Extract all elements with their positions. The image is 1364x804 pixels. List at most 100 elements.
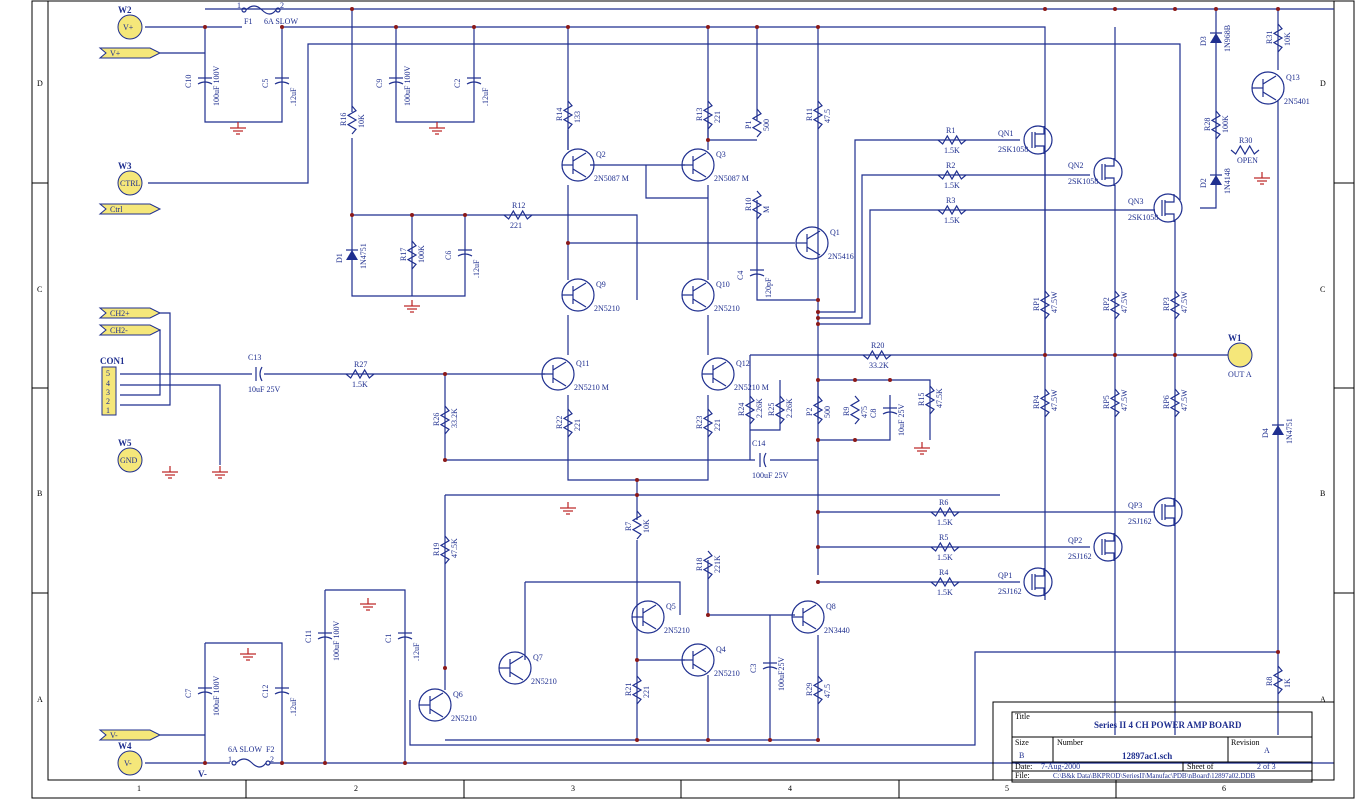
diode-d1-value: 1N4751 (359, 243, 368, 269)
resistor-r13-value: 221 (713, 111, 722, 123)
resistor-r3: R3 1.5K (937, 196, 967, 225)
connector-w5[interactable]: W5 GND (117, 438, 143, 473)
date-value: 7-Aug-2000 (1041, 762, 1080, 771)
transistor-q1: Q1 2N5416 (795, 226, 854, 261)
transistor-q13-ref: Q13 (1286, 73, 1300, 82)
resistor-r9-value: 475 (860, 406, 869, 418)
port-ctrl[interactable]: Ctrl (98, 203, 162, 215)
ground-symbol (230, 122, 246, 135)
diode-d1: D1 1N4751 (335, 243, 368, 269)
mosfet-qn2-ref: QN2 (1068, 161, 1084, 170)
col-label-1: 1 (137, 784, 141, 793)
transistor-q3-value: 2N5087 M (714, 174, 749, 183)
fuse-f1-ref: F1 (244, 17, 252, 26)
transistor-q1-value: 2N5416 (828, 252, 854, 261)
transistor-q11-value: 2N5210 M (574, 383, 609, 392)
fuse-f2: 6A SLOW F2 1 2 (228, 745, 274, 768)
resistor-r24-ref: R24 (737, 403, 746, 416)
transistor-q1-ref: Q1 (830, 228, 840, 237)
row-label-c-right: C (1320, 285, 1325, 294)
port-vminus[interactable]: V- (98, 729, 162, 741)
port-ch2plus-label: CH2+ (110, 309, 130, 318)
resistor-r11-ref: R11 (805, 108, 814, 121)
title-block: Title Series II 4 CH POWER AMP BOARD Siz… (992, 701, 1335, 783)
row-label-b-left: B (37, 489, 42, 498)
row-label-b-right: B (1320, 489, 1325, 498)
resistor-r27-value: 1.5K (352, 380, 368, 389)
connector-w2-ref: W2 (118, 5, 132, 15)
resistor-r18-ref: R18 (695, 558, 704, 571)
connector-con1[interactable]: CON1 5 4 3 2 1 (100, 356, 125, 416)
transistor-q4-ref: Q4 (716, 645, 726, 654)
resistor-r23-ref: R23 (695, 416, 704, 429)
transistor-q8-ref: Q8 (826, 602, 836, 611)
resistor-r2: R21.5K (937, 161, 967, 190)
capacitor-c6: C6.12uF (444, 249, 481, 278)
con1-ref: CON1 (100, 356, 125, 366)
resistor-r26-value: 33.2K (450, 408, 459, 428)
port-ch2minus[interactable]: CH2- (98, 324, 162, 336)
transistor-q6-value: 2N5210 (451, 714, 477, 723)
resistor-r3-value: 1.5K (944, 216, 960, 225)
diode-d3-value: 1N968B (1223, 25, 1232, 52)
port-vminus-label: V- (110, 731, 118, 740)
connector-w4[interactable]: W4 V- (117, 741, 143, 776)
capacitor-c8-value: 10uF 25V (897, 404, 906, 436)
resistor-r29-ref: R29 (805, 683, 814, 696)
diode-d1-ref: D1 (335, 253, 344, 263)
resistor-r30-ref: R30 (1239, 136, 1252, 145)
sheet-label: Sheet of (1187, 762, 1214, 771)
capacitor-c2-value: .12uF (481, 87, 490, 106)
mosfet-qp2-ref: QP2 (1068, 536, 1082, 545)
connector-w3[interactable]: W3 CTRL (117, 161, 143, 196)
transistor-q5-ref: Q5 (666, 602, 676, 611)
resistor-r2-value: 1.5K (944, 181, 960, 190)
capacitor-c11-value: 100uF 100V (332, 621, 341, 661)
resistor-r18-value: 221K (713, 555, 722, 573)
resistor-r28-ref: R28 (1203, 118, 1212, 131)
port-ch2plus[interactable]: CH2+ (98, 307, 162, 319)
diode-d4-value: 1N4751 (1285, 418, 1294, 444)
port-vplus[interactable]: V+ (98, 47, 162, 59)
resistor-r3-ref: R3 (946, 196, 955, 205)
resistor-rp3-ref: RP3 (1162, 297, 1171, 311)
capacitor-c1-ref: C1 (384, 634, 393, 643)
resistor-r10-value: M (762, 206, 771, 213)
fuse-f2-pin1: 1 (228, 755, 232, 764)
resistor-r19-value: 47.5K (450, 538, 459, 558)
capacitor-c3-ref: C3 (749, 664, 758, 673)
capacitor-c4-ref: C4 (736, 271, 745, 280)
junction-dots (203, 7, 1280, 765)
file-label: File: (1015, 771, 1030, 780)
transistor-q2-ref: Q2 (596, 150, 606, 159)
fuse-f2-ref: F2 (266, 745, 274, 754)
connector-w4-label: V- (124, 759, 132, 768)
connector-w2[interactable]: W2 V+ (117, 5, 143, 40)
resistor-r5-ref: R5 (939, 533, 948, 542)
fuse-f1-pin2: 2 (280, 1, 284, 10)
con1-pin-5: 5 (106, 369, 110, 378)
resistor-r12-value: 221 (510, 221, 522, 230)
connector-w1-ref: W1 (1228, 333, 1242, 343)
resistor-r28-value: 100K (1221, 115, 1230, 133)
capacitor-c1-value: .12uF (412, 642, 421, 661)
connector-w1[interactable]: W1 OUT A (1227, 333, 1253, 379)
port-ch2minus-label: CH2- (110, 326, 128, 335)
